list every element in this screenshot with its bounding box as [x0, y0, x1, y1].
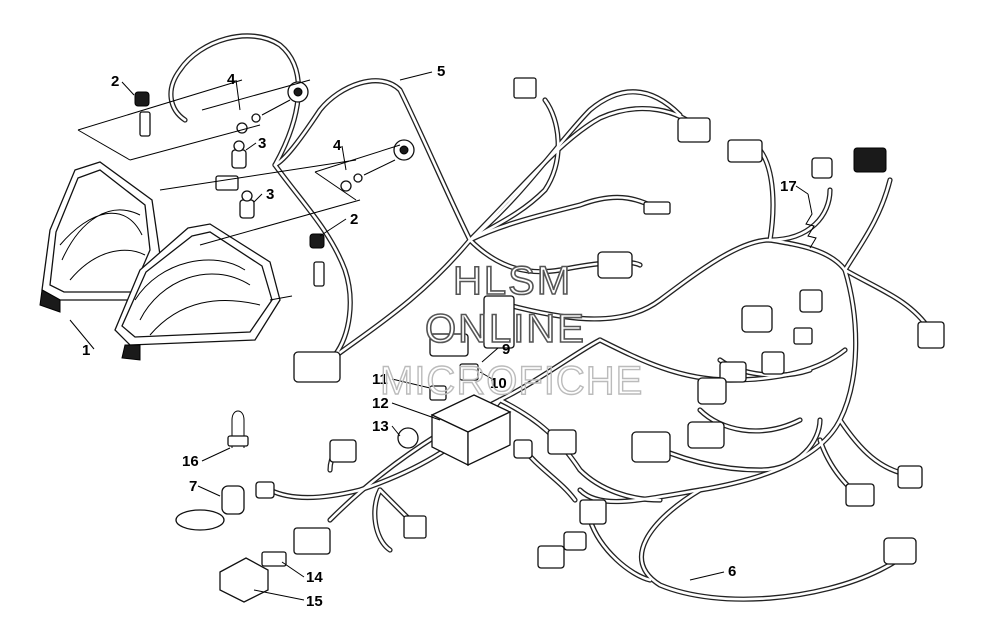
connectors: [215, 77, 945, 569]
watermark-line-1: HLSM: [453, 259, 572, 303]
wire-segment-core: [373, 488, 392, 552]
callout-2-upper: 2: [111, 73, 119, 90]
callout-7: 7: [189, 478, 197, 495]
callout-4-upper: 4: [227, 71, 236, 88]
callout-14: 14: [306, 569, 323, 586]
fuse-box: [430, 394, 512, 467]
callout-5: 5: [437, 63, 445, 80]
fuse-and-holder: [219, 551, 287, 603]
adjuster-lower: [340, 139, 415, 192]
watermark: HLSM ONLINE MICROFICHE: [379, 258, 643, 404]
callout-3-lower: 3: [266, 186, 274, 203]
bulb-upper: [231, 140, 247, 169]
callout-2-lower: 2: [350, 211, 358, 228]
harness-wires: [168, 33, 933, 602]
wire-segment-core: [843, 178, 892, 272]
adjuster-upper: [236, 81, 309, 134]
relay-block: [429, 295, 515, 401]
socket-upper: [134, 91, 151, 137]
leader-lines: [69, 71, 809, 601]
wire-segment-core: [758, 148, 775, 242]
headlight-right: [114, 223, 281, 361]
callout-17: 17: [780, 178, 797, 195]
callout-6: 6: [728, 563, 736, 580]
wire-segment-core: [468, 98, 560, 242]
callout-labels: 1 2 2 3 3 4 4 5 6 7 9 10 11 12 13 14 15 …: [82, 63, 797, 610]
wire-segment-core: [698, 408, 802, 433]
clamp: [397, 427, 419, 449]
cable-tie: [227, 410, 249, 448]
wire-segment-core: [468, 90, 682, 242]
wire-segment-core: [588, 518, 652, 582]
wire-segment-core: [768, 188, 832, 242]
wire-segment: [842, 267, 933, 333]
wire-segment: [767, 187, 833, 243]
wire-segment-core: [638, 418, 822, 472]
watermark-line-2: ONLINE: [425, 307, 586, 351]
callout-1: 1: [82, 342, 90, 359]
callout-11: 11: [372, 371, 388, 388]
wire-segment: [467, 194, 663, 243]
wire-segment: [842, 177, 893, 273]
wire-segment-core: [843, 268, 932, 332]
wire-segment-core: [169, 34, 300, 167]
wire-segment-core: [273, 79, 472, 242]
callout-15: 15: [306, 593, 323, 610]
callout-9: 9: [502, 341, 510, 358]
wire-segment-core: [273, 163, 352, 357]
wire-segment-core: [468, 196, 662, 242]
callout-4-lower: 4: [333, 137, 342, 154]
watermark-line-3: MICROFICHE: [380, 359, 643, 403]
callout-10: 10: [490, 375, 507, 392]
callout-13: 13: [372, 418, 389, 435]
callout-12: 12: [372, 395, 389, 412]
wire-segment: [272, 162, 353, 358]
wire-segment: [467, 97, 561, 243]
wire-segment: [467, 89, 683, 243]
callout-16: 16: [182, 453, 199, 470]
wire-segment-core: [498, 398, 662, 502]
bulb-lower: [239, 190, 255, 219]
socket-plug-7: [175, 485, 245, 531]
callout-3-upper: 3: [258, 135, 266, 152]
socket-lower: [309, 233, 325, 287]
wire-segment-core: [328, 107, 702, 362]
alignment-lines: [77, 79, 401, 301]
wire-loom-17: [805, 193, 817, 249]
wire-segment-core: [488, 238, 847, 321]
